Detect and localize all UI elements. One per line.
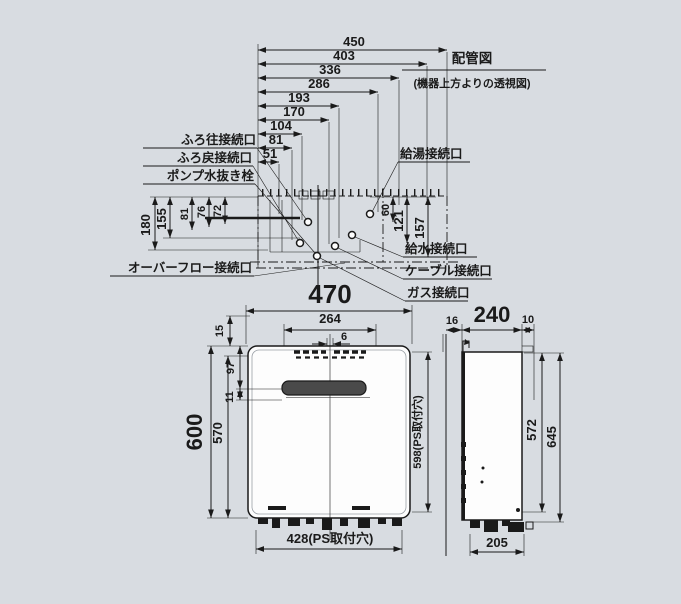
dim-286: 286 xyxy=(308,76,330,91)
dim-15: 15 xyxy=(214,325,226,337)
dim-193: 193 xyxy=(288,90,310,105)
dim-600: 600 xyxy=(182,414,207,451)
dim-81-top: 81 xyxy=(269,132,283,147)
dim-97: 97 xyxy=(225,362,237,374)
label-cable: ケーブル接続口 xyxy=(405,263,492,278)
left-dimension-chain: 180 155 81 76 72 xyxy=(138,197,300,251)
dim-104: 104 xyxy=(270,118,292,133)
dim-336: 336 xyxy=(319,62,341,77)
dim-60: 60 xyxy=(380,204,392,216)
dim-170: 170 xyxy=(283,104,305,119)
dim-264: 264 xyxy=(319,311,341,326)
side-bottom-fittings xyxy=(470,520,534,532)
side-left-slots xyxy=(461,442,466,503)
piping-diagram: 配管図 (機器上方よりの透視図) 450 403 336 286 193 170… xyxy=(110,34,546,302)
side-body xyxy=(461,351,523,521)
dim-157: 157 xyxy=(412,217,427,239)
side-view: 16 240 10 xyxy=(442,302,564,556)
label-hot-water: 給湯接続口 xyxy=(400,146,463,161)
connection-points xyxy=(295,209,375,261)
dim-11: 11 xyxy=(224,391,236,403)
dim-72: 72 xyxy=(212,205,224,217)
cable-port xyxy=(330,241,340,251)
label-gas: ガス接続口 xyxy=(407,285,470,300)
dim-81-left: 81 xyxy=(179,208,191,220)
dim-403: 403 xyxy=(333,48,355,63)
dim-645: 645 xyxy=(544,426,559,448)
dim-10: 10 xyxy=(522,314,534,326)
right-dimension-chain: 60 121 157 xyxy=(370,196,436,257)
label-cold-water: 給水接続口 xyxy=(405,241,468,256)
vent-grille xyxy=(294,350,366,359)
label-pump-drain: ポンプ水抜き栓 xyxy=(167,168,255,183)
top-dimension-chain: 450 403 336 286 193 170 104 81 51 xyxy=(258,34,448,244)
dim-16: 16 xyxy=(446,315,458,327)
unit-plan-outline xyxy=(205,185,458,300)
dim-428-ps: 428(PS取付穴) xyxy=(287,531,374,546)
dim-470: 470 xyxy=(308,279,351,309)
dim-180: 180 xyxy=(138,214,153,236)
bath-return-port xyxy=(295,238,305,248)
piping-labels-left: ふろ往接続口 ふろ戻接続口 ポンプ水抜き栓 オーバーフロー接続口 xyxy=(110,132,346,277)
dim-155: 155 xyxy=(154,208,169,230)
label-overflow: オーバーフロー接続口 xyxy=(128,260,252,275)
piping-subtitle: (機器上方よりの透視図) xyxy=(413,76,530,90)
front-view: 470 264 6 15 97 xyxy=(182,279,432,554)
exhaust-louver xyxy=(281,380,370,398)
dim-598-ps: 598(PS取付穴) xyxy=(410,395,424,469)
label-bath-return: ふろ戻接続口 xyxy=(177,150,252,165)
piping-title: 配管図 xyxy=(452,50,493,66)
dim-205: 205 xyxy=(486,535,508,550)
piping-title-block: 配管図 (機器上方よりの透視図) xyxy=(402,50,546,90)
front-body xyxy=(247,345,411,519)
dim-6: 6 xyxy=(341,331,347,343)
gas-port xyxy=(312,251,322,261)
label-bath-supply: ふろ往接続口 xyxy=(181,132,256,147)
hot-water-port xyxy=(365,209,375,219)
dim-570: 570 xyxy=(210,422,225,444)
piping-labels-right: 給湯接続口 給水接続口 ケーブル接続口 ガス接続口 xyxy=(319,146,492,302)
bath-supply-port xyxy=(303,217,313,227)
dim-450: 450 xyxy=(343,34,365,49)
cold-water-port xyxy=(347,230,357,240)
dim-240: 240 xyxy=(474,302,511,327)
dim-76: 76 xyxy=(196,206,208,218)
dim-572: 572 xyxy=(524,419,539,441)
front-bottom-fittings xyxy=(258,506,402,530)
dim-51: 51 xyxy=(263,146,277,161)
dim-121: 121 xyxy=(391,210,406,232)
